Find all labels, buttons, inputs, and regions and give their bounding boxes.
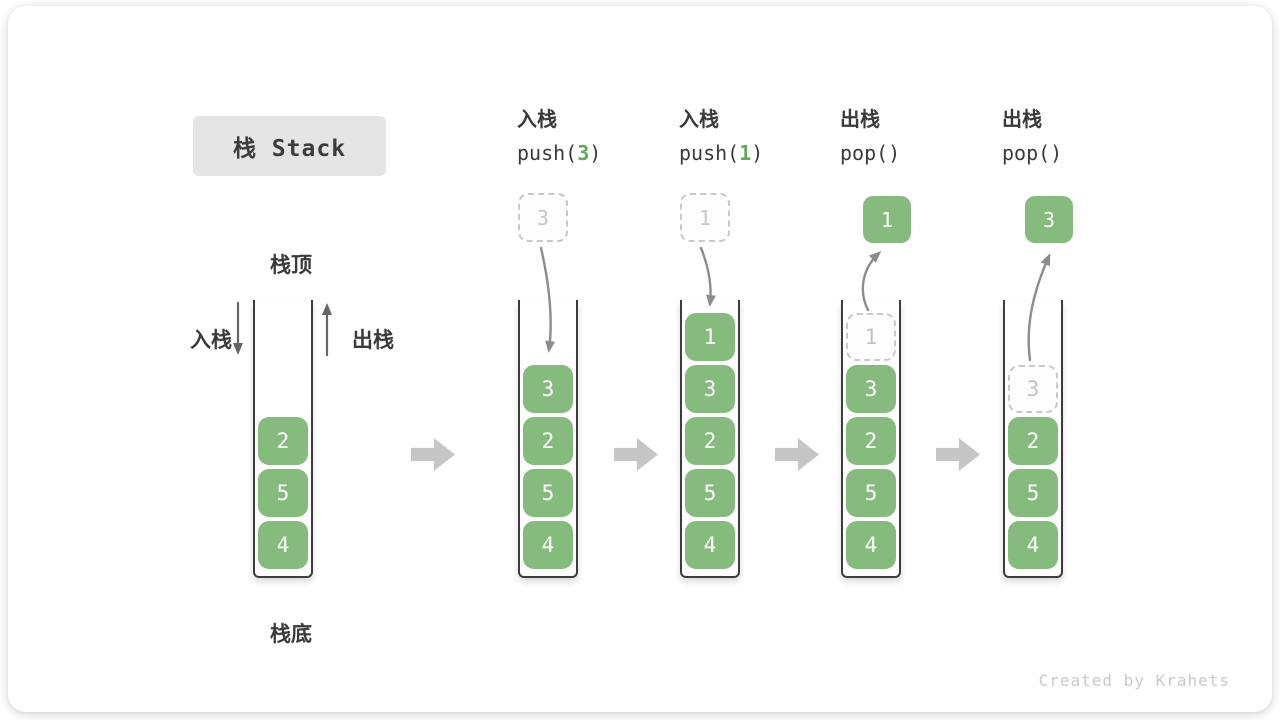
- operation-code: pop(): [1002, 140, 1062, 166]
- title-text: 栈 Stack: [232, 136, 347, 162]
- stack-bottom-label: 栈底: [270, 622, 312, 646]
- stack-pop-1-item-1: 1: [846, 313, 896, 361]
- stack-pop-1-item-5: 5: [846, 469, 896, 517]
- code-pre: push(: [679, 141, 740, 165]
- stack-push-1-floating-value: 1: [680, 193, 730, 242]
- code-pre: pop(: [840, 141, 889, 165]
- operation-code: push(3): [517, 140, 601, 166]
- push-side-label: 入栈: [190, 328, 232, 352]
- watermark: Created by Krahets: [1038, 671, 1230, 690]
- stack-push-3-operation-label: 入栈 push(3): [517, 106, 601, 166]
- push-1-arrow-icon: [699, 246, 716, 307]
- stack-push-3-item-2: 2: [523, 417, 573, 465]
- stack-initial-item-2: 2: [258, 417, 308, 465]
- stack-pop-1-floating-value: 1: [863, 196, 911, 243]
- flow-arrow-icon: [936, 438, 980, 471]
- code-arg: 3: [577, 141, 590, 165]
- code-pre: push(: [517, 141, 578, 165]
- stack-pop-3-floating-value: 3: [1025, 196, 1073, 243]
- stack-pop-3-item-2: 2: [1008, 417, 1058, 465]
- code-arg: 1: [739, 141, 752, 165]
- operation-code: pop(): [840, 140, 900, 166]
- stack-push-3-item-5: 5: [523, 469, 573, 517]
- flow-arrow-icon: [411, 438, 455, 471]
- stack-push-1-item-3: 3: [685, 365, 735, 413]
- operation-code: push(1): [679, 140, 763, 166]
- stack-pop-1-operation-label: 出栈 pop(): [840, 106, 900, 166]
- code-post: ): [751, 141, 764, 165]
- stack-pop-1-item-2: 2: [846, 417, 896, 465]
- stack-pop-3-item-4: 4: [1008, 521, 1058, 569]
- code-post: ): [888, 141, 901, 165]
- operation-title: 入栈: [517, 107, 557, 131]
- stack-push-3-item-4: 4: [523, 521, 573, 569]
- stack-push-1-item-4: 4: [685, 521, 735, 569]
- stack-push-1-item-1: 1: [685, 313, 735, 361]
- title-box: 栈 Stack: [193, 116, 386, 176]
- stack-pop-3-operation-label: 出栈 pop(): [1002, 106, 1062, 166]
- stack-push-1-item-5: 5: [685, 469, 735, 517]
- diagram-card: 栈 Stack 栈顶 栈底 入栈 出栈 Created by Krahets 2…: [8, 6, 1272, 712]
- stack-push-3-floating-value: 3: [518, 193, 568, 242]
- flow-arrow-icon: [614, 438, 658, 471]
- stack-pop-1-item-3: 3: [846, 365, 896, 413]
- operation-title: 入栈: [679, 107, 719, 131]
- flow-arrow-icon: [775, 438, 819, 471]
- code-post: ): [1050, 141, 1063, 165]
- stack-push-1-item-2: 2: [685, 417, 735, 465]
- pop-side-label: 出栈: [352, 328, 394, 352]
- operation-title: 出栈: [840, 107, 880, 131]
- stack-pop-3-item-3: 3: [1008, 365, 1058, 413]
- stack-pop-3-item-5: 5: [1008, 469, 1058, 517]
- stack-initial-item-4: 4: [258, 521, 308, 569]
- stack-push-1-operation-label: 入栈 push(1): [679, 106, 763, 166]
- stack-pop-1-item-4: 4: [846, 521, 896, 569]
- stack-initial-item-5: 5: [258, 469, 308, 517]
- stack-push-3-item-3: 3: [523, 365, 573, 413]
- operation-title: 出栈: [1002, 107, 1042, 131]
- code-post: ): [589, 141, 602, 165]
- arrows-overlay: [233, 246, 1051, 362]
- code-pre: pop(: [1002, 141, 1051, 165]
- stack-top-label: 栈顶: [270, 253, 312, 277]
